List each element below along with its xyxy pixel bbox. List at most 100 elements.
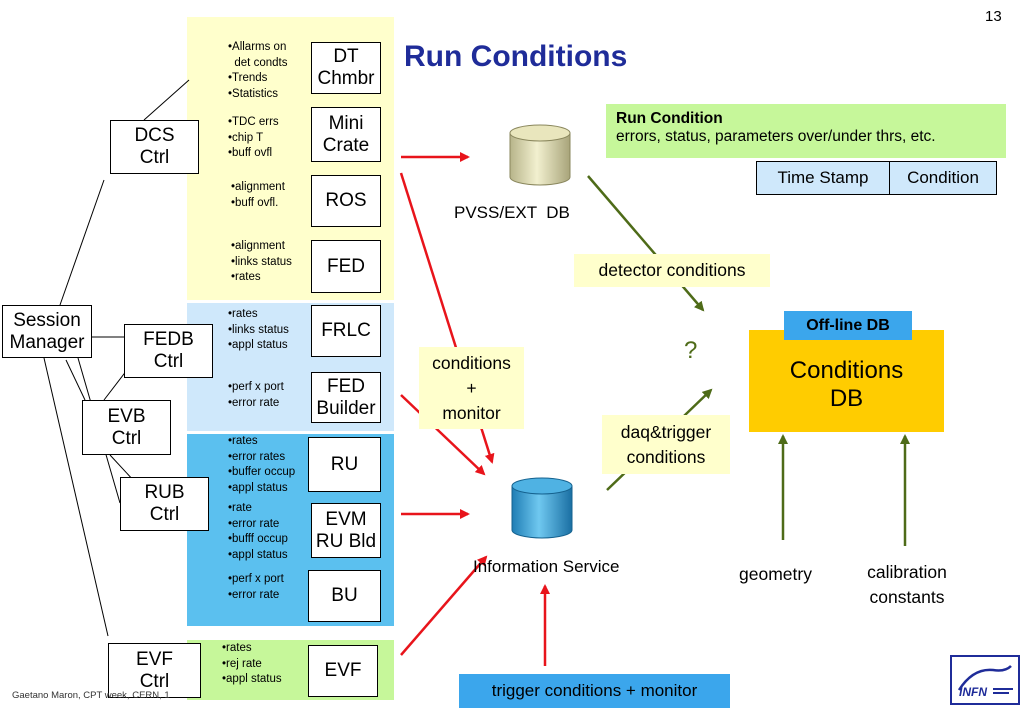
detector-conditions-label: detector conditions	[598, 260, 746, 280]
conditions-db-label: Conditions DB	[789, 357, 904, 412]
evm-bullet-2: error rate	[228, 517, 288, 533]
slide-title: Run Conditions	[404, 40, 628, 73]
evb-ctrl-box: EVB Ctrl	[82, 400, 171, 455]
rub-ctrl-label: RUB Ctrl	[144, 482, 185, 525]
conditions-monitor-note: conditions + monitor	[419, 347, 524, 429]
link-dcs-panel	[143, 79, 190, 121]
bu-bullets: perf x port error rate	[228, 572, 284, 603]
information-service-label: Information Service	[473, 557, 620, 576]
evf-bullets: rates rej rate appl status	[222, 641, 282, 688]
mini-bullet-3: buff ovfl	[228, 146, 279, 162]
calibration-label: calibration constants	[867, 562, 947, 607]
fed-bullets: alignment links status rates	[231, 239, 292, 286]
dt-bullet-2: det condts	[234, 56, 288, 69]
dcs-ctrl-label: DCS Ctrl	[134, 125, 175, 168]
ru-bullet-1: rates	[228, 434, 295, 450]
offline-db-badge: Off-line DB	[784, 311, 912, 340]
evf-bullet-3: appl status	[222, 672, 282, 688]
link-evb	[65, 359, 86, 401]
evf-bullet-2: rej rate	[222, 657, 282, 673]
frlc-bullet-2: links status	[228, 323, 289, 339]
evm-bullets: rate error rate bufff occup appl status	[228, 501, 288, 563]
dcs-ctrl-box: DCS Ctrl	[110, 120, 199, 174]
bu-bullet-1: perf x port	[228, 572, 284, 588]
infn-logo: INFN	[950, 655, 1020, 705]
evf-label: EVF	[324, 660, 362, 681]
ros-label: ROS	[325, 190, 367, 211]
mini-bullet-2: chip T	[228, 131, 279, 147]
bu-label: BU	[331, 585, 358, 606]
ru-label: RU	[330, 453, 359, 475]
ros-box: ROS	[311, 175, 381, 227]
condition-table: Time Stamp Condition	[756, 161, 997, 195]
frlc-box: FRLC	[311, 305, 381, 357]
frlc-bullets: rates links status appl status	[228, 307, 289, 354]
footer-text: Gaetano Maron, CPT week, CERN, 1	[12, 690, 170, 701]
ros-bullet-1: alignment	[231, 180, 285, 196]
session-manager-label: Session Manager	[9, 309, 85, 353]
evf-ctrl-label: EVF Ctrl	[136, 648, 173, 692]
bu-box: BU	[308, 570, 381, 622]
trigger-monitor-box: trigger conditions + monitor	[459, 674, 730, 708]
link-dcs	[59, 179, 105, 306]
infn-logo-graphic: INFN	[957, 665, 1013, 699]
fedb-ctrl-label: FEDB Ctrl	[143, 329, 194, 372]
session-manager-box: Session Manager	[2, 305, 92, 358]
rub-ctrl-box: RUB Ctrl	[120, 477, 209, 531]
arrow-evf-is	[400, 555, 488, 656]
dt-bullet-1: Allarms on	[228, 40, 287, 56]
geometry-label: geometry	[739, 564, 812, 584]
mini-bullet-1: TDC errs	[228, 115, 279, 131]
evf-box: EVF	[308, 645, 378, 697]
information-service-cylinder	[511, 477, 573, 539]
ros-bullets: alignment buff ovfl.	[231, 180, 285, 211]
arrow-pvss-question	[587, 175, 705, 312]
dt-chmbr-label: DT Chmbr	[317, 46, 375, 89]
ru-bullets: rates error rates buffer occup appl stat…	[228, 434, 295, 496]
run-condition-title: Run Condition	[616, 110, 723, 127]
evm-ru-bld-label: EVM RU Bld	[315, 508, 377, 552]
table-header-condition: Condition	[907, 168, 979, 187]
frlc-bullet-1: rates	[228, 307, 289, 323]
ros-bullet-2: buff ovfl.	[231, 196, 285, 212]
fed-bullet-3: rates	[231, 270, 292, 286]
dt-bullet-3: Trends	[228, 71, 287, 87]
run-condition-text: errors, status, parameters over/under th…	[616, 128, 936, 145]
offline-db-label: Off-line DB	[806, 316, 890, 334]
fedb-ctrl-box: FEDB Ctrl	[124, 324, 213, 378]
dt-bullets: Allarms on det condts Trends Statistics	[228, 40, 287, 102]
daq-trigger-label: daq&trigger conditions	[620, 421, 712, 467]
run-condition-box: Run Condition errors, status, parameters…	[606, 104, 1006, 158]
conditions-db-box: Conditions DB	[749, 330, 944, 432]
conditions-monitor-label: conditions + monitor	[432, 352, 511, 423]
dt-bullet-4: Statistics	[228, 87, 287, 103]
fed-builder-bullets: perf x port error rate	[228, 380, 284, 411]
evm-ru-bld-box: EVM RU Bld	[311, 503, 381, 558]
question-mark: ?	[684, 337, 698, 364]
fed-bullet-1: alignment	[231, 239, 292, 255]
evm-bullet-4: appl status	[228, 548, 288, 564]
fed-builder-bullet-2: error rate	[228, 396, 284, 412]
fed-box: FED	[311, 240, 381, 293]
detector-conditions-note: detector conditions	[574, 254, 770, 287]
link-evb-fedb	[103, 369, 128, 401]
mini-crate-box: Mini Crate	[311, 107, 381, 162]
mini-crate-label: Mini Crate	[322, 112, 370, 156]
fed-builder-box: FED Builder	[311, 372, 381, 423]
arrow-fedb-is	[400, 394, 486, 476]
mini-crate-bullets: TDC errs chip T buff ovfl	[228, 115, 279, 162]
evm-bullet-1: rate	[228, 501, 288, 517]
fed-label: FED	[327, 255, 365, 277]
evf-ctrl-box: EVF Ctrl	[108, 643, 201, 698]
pvss-db-label: PVSS/EXT DB	[454, 203, 570, 222]
ru-bullet-2: error rates	[228, 450, 295, 466]
trigger-monitor-label: trigger conditions + monitor	[491, 681, 698, 700]
frlc-bullet-3: appl status	[228, 338, 289, 354]
table-header-timestamp: Time Stamp	[757, 162, 890, 194]
daq-trigger-note: daq&trigger conditions	[602, 415, 730, 474]
link-evf	[43, 357, 109, 637]
ru-box: RU	[308, 437, 381, 492]
evb-ctrl-label: EVB Ctrl	[107, 405, 146, 449]
fed-bullet-2: links status	[231, 255, 292, 271]
